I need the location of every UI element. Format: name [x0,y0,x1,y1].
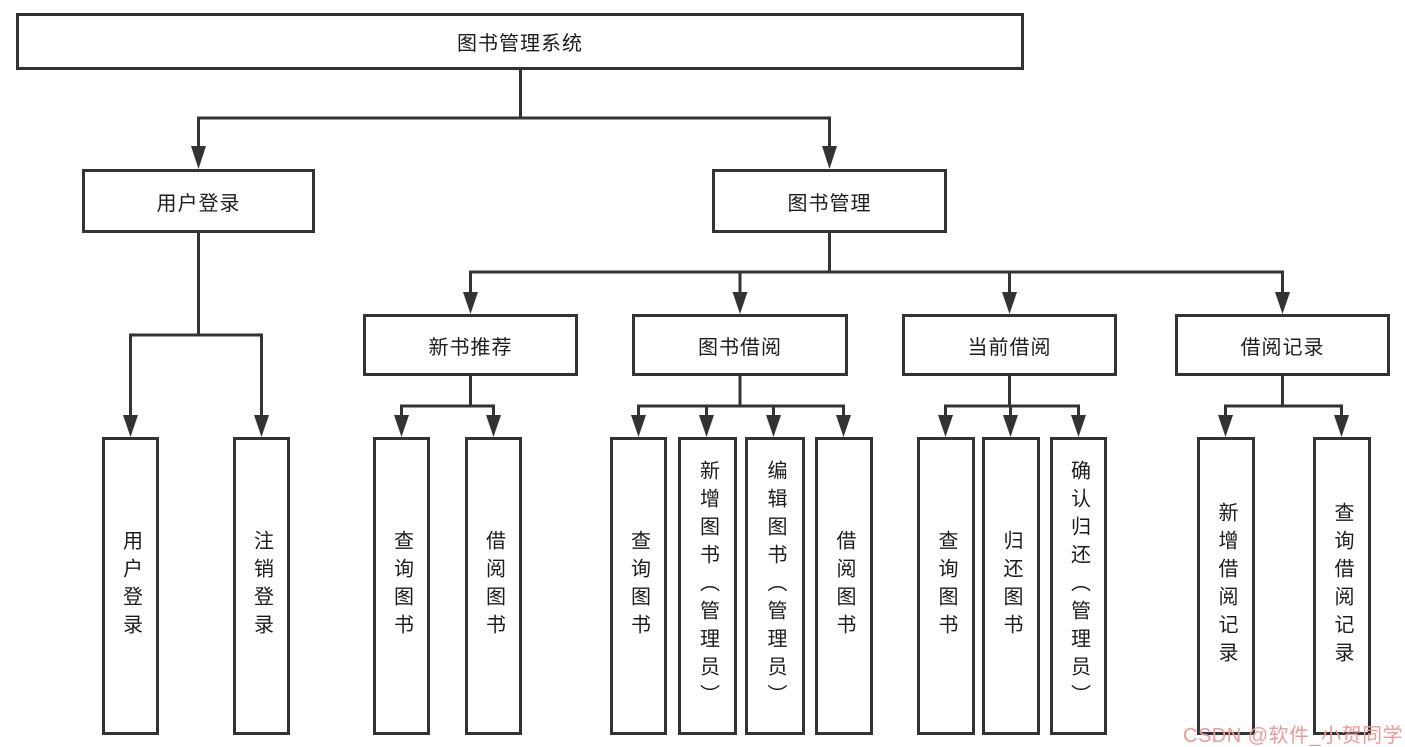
node-label: 查询图书 [935,530,957,642]
node-current-borrow: 当前借阅 [902,314,1117,376]
leaf-query-borrow-record: 查询借阅记录 [1313,437,1371,735]
leaf-return-book: 归还图书 [982,437,1040,735]
leaf-recommend-query-book: 查询图书 [373,437,430,735]
node-root-system: 图书管理系统 [16,13,1024,70]
leaf-edit-book-admin: 编辑图书（管理员） [745,437,805,735]
node-label: 新增图书（管理员） [696,460,719,712]
leaf-recommend-borrow-book: 借阅图书 [465,437,522,735]
node-new-book-recommend: 新书推荐 [363,314,578,376]
node-borrow-record: 借阅记录 [1175,314,1390,376]
leaf-borrow-query-book: 查询图书 [610,437,667,735]
node-label: 借阅图书 [482,530,505,642]
node-label: 编辑图书（管理员） [764,460,786,712]
node-label: 当前借阅 [967,336,1052,359]
leaf-user-login: 用户登录 [102,437,159,735]
node-label: 图书管理系统 [457,33,583,55]
node-book-borrow: 图书借阅 [632,314,848,376]
leaf-confirm-return-admin: 确认归还（管理员） [1050,437,1107,735]
leaf-add-borrow-record: 新增借阅记录 [1197,437,1255,735]
node-label: 借阅记录 [1240,336,1325,359]
leaf-add-book-admin: 新增图书（管理员） [678,437,737,735]
node-label: 借阅图书 [833,530,855,642]
node-label: 归还图书 [1000,530,1022,642]
leaf-borrow-book: 借阅图书 [815,437,873,735]
node-label: 新增借阅记录 [1215,502,1237,670]
node-label: 确认归还（管理员） [1067,460,1090,712]
node-label: 注销登录 [250,530,273,642]
node-label: 查询图书 [627,530,650,642]
node-user-login: 用户登录 [82,169,315,233]
node-label: 图书管理 [787,192,872,215]
node-book-management: 图书管理 [712,169,947,233]
node-label: 新书推荐 [428,336,513,359]
node-label: 用户登录 [119,530,142,642]
leaf-logout: 注销登录 [233,437,290,735]
node-label: 查询图书 [390,530,413,642]
node-label: 查询借阅记录 [1331,502,1353,670]
csdn-watermark: CSDN @软件_小贺同学 [1183,725,1404,747]
leaf-current-query-book: 查询图书 [917,437,975,735]
node-label: 图书借阅 [698,336,782,359]
arrowheads [123,146,1349,437]
node-label: 用户登录 [156,192,241,215]
